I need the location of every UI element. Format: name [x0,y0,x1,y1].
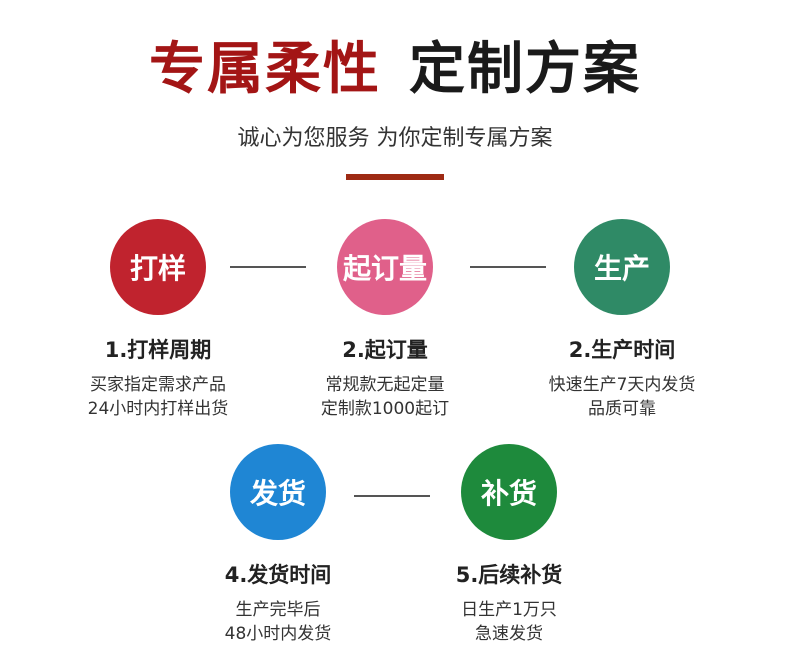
step-desc-line: 生产完毕后 [235,600,321,620]
step-circle-shipping: 发货 [230,444,326,540]
step-moq: 起订量 2.起订量 常规款无起定量 定制款1000起订 [275,219,495,421]
step-circle-restock: 补货 [461,444,557,540]
step-title-shipping: 4.发货时间 [224,563,332,587]
title-accent-bar [346,174,444,180]
step-desc-line: 快速生产7天内发货 [548,375,696,395]
step-circle-moq: 起订量 [337,219,433,315]
step-desc-restock: 日生产1万只 急速发货 [399,598,619,646]
step-sampling: 打样 1.打样周期 买家指定需求产品 24小时内打样出货 [48,219,268,421]
step-title-moq: 2.起订量 [342,338,428,362]
step-title-sampling: 1.打样周期 [104,338,212,362]
connector-line [354,495,430,497]
connector-line [230,266,306,268]
step-desc-sampling: 买家指定需求产品 24小时内打样出货 [48,373,268,421]
step-desc-shipping: 生产完毕后 48小时内发货 [168,598,388,646]
step-desc-line: 急速发货 [475,624,543,644]
step-shipping: 发货 4.发货时间 生产完毕后 48小时内发货 [168,444,388,646]
page-title: 专属柔性定制方案 [0,34,790,106]
step-desc-line: 日生产1万只 [461,600,557,620]
step-desc-line: 常规款无起定量 [325,375,445,395]
step-desc-moq: 常规款无起定量 定制款1000起订 [275,373,495,421]
step-desc-line: 24小时内打样出货 [87,399,229,419]
step-desc-line: 品质可靠 [588,399,656,419]
page-subtitle: 诚心为您服务 为你定制专属方案 [237,126,553,151]
title-part-1: 专属柔性 [149,37,381,102]
step-production: 生产 2.生产时间 快速生产7天内发货 品质可靠 [512,219,732,421]
step-circle-production: 生产 [574,219,670,315]
step-desc-line: 买家指定需求产品 [90,375,226,395]
step-title-production: 2.生产时间 [568,338,676,362]
step-restock: 补货 5.后续补货 日生产1万只 急速发货 [399,444,619,646]
step-desc-line: 48小时内发货 [224,624,332,644]
step-desc-line: 定制款1000起订 [320,399,450,419]
step-title-restock: 5.后续补货 [455,563,563,587]
step-circle-sampling: 打样 [110,219,206,315]
connector-line [470,266,546,268]
title-part-2: 定制方案 [409,37,641,102]
step-desc-production: 快速生产7天内发货 品质可靠 [512,373,732,421]
